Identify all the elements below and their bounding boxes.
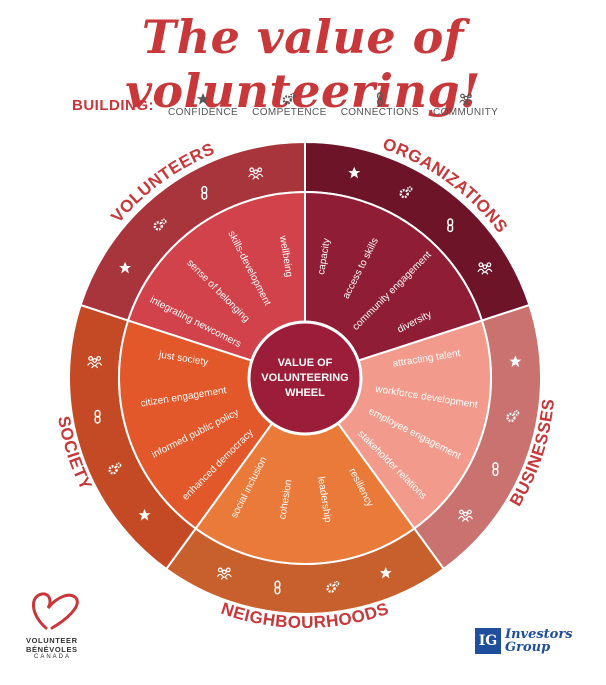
chain-icon [201,185,208,200]
gears-icon [399,186,413,199]
gears-icon [506,410,520,423]
chain-icon [94,409,101,424]
legend-label: CONFIDENCE [168,107,239,118]
people-icon [87,356,103,369]
star-icon [196,92,210,105]
legend-competence: COMPETENCE [252,92,327,118]
vbc-line1: VOLUNTEER [26,636,78,645]
people-icon [216,567,232,580]
gears-icon [108,462,122,475]
people-icon [477,262,493,275]
vbc-line2: BÉNÉVOLES [26,645,78,654]
people-icon [457,509,473,522]
ig-line2: Group [505,640,551,655]
vbc-line3: CANADA [34,654,72,660]
star-icon [379,566,392,579]
chain-icon [447,218,454,233]
ig-mark: IG [475,628,501,654]
gears-icon [326,580,340,593]
center-label-line: WHEEL [285,387,325,399]
star-icon [138,509,151,521]
star-icon [119,261,132,274]
legend-community: COMMUNITY [433,92,498,118]
building-label: BUILDING: [72,96,154,114]
volunteer-canada-heart-icon [32,592,79,630]
legend-label: COMPETENCE [252,107,327,118]
wheel-center [247,320,363,436]
legend-label: CONNECTIONS [340,107,419,118]
chain-icon [274,580,281,595]
chain-icon [376,92,383,106]
legend-connections: CONNECTIONS [341,92,419,118]
star-icon [348,166,361,179]
volunteer-canada-logo: VOLUNTEER BÉNÉVOLES CANADA [26,584,96,664]
gears-icon [153,218,167,231]
building-legend: BUILDING: CONFIDENCE COMPETENCE CONNECTI… [72,92,552,118]
legend-label: COMMUNITY [432,107,499,118]
people-icon [458,93,473,106]
gears-icon [283,92,297,105]
chain-icon [492,462,499,477]
people-icon [248,167,264,180]
page-title: The value of volunteering! [125,10,481,118]
star-icon [509,355,522,368]
legend-confidence: CONFIDENCE [168,92,238,118]
ig-line1: Investors [505,627,573,642]
center-label-line: VOLUNTEERING [261,372,348,384]
center-label-line: VALUE OF [278,357,333,369]
